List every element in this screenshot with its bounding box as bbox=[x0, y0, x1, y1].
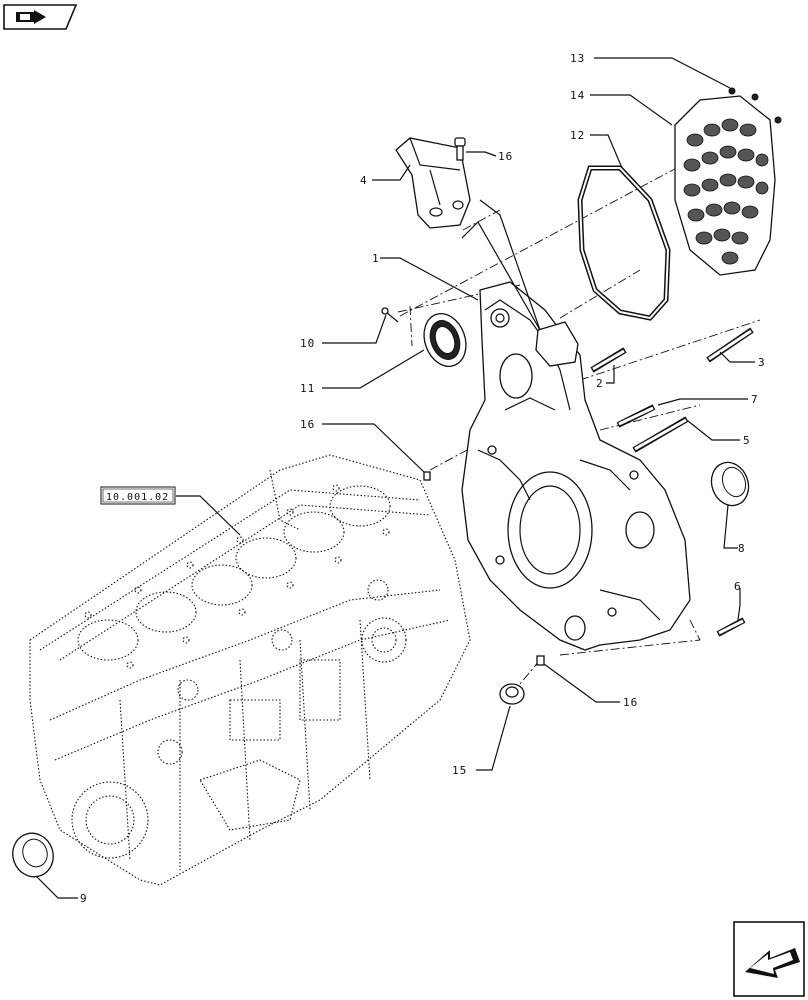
callout-16-lower: 16 bbox=[623, 696, 638, 709]
callout-7: 7 bbox=[751, 393, 759, 406]
callout-11: 11 bbox=[300, 382, 315, 395]
reference-box[interactable]: 10.001.02 bbox=[100, 486, 176, 505]
callout-15: 15 bbox=[452, 764, 467, 777]
bolt-part-17 bbox=[454, 137, 466, 161]
cover-part-14 bbox=[674, 95, 776, 276]
seal-part-11 bbox=[423, 313, 467, 367]
arrow-next-icon[interactable] bbox=[733, 921, 805, 997]
callout-8: 8 bbox=[738, 542, 746, 555]
callout-16-upper: 16 bbox=[300, 418, 315, 431]
callout-17: 16 bbox=[498, 150, 513, 163]
callout-13: 13 bbox=[570, 52, 585, 65]
callout-1: 1 bbox=[372, 252, 380, 265]
callout-2: 2 bbox=[596, 377, 604, 390]
seal-part-9 bbox=[12, 832, 54, 878]
plug-part-16-lower bbox=[536, 655, 545, 666]
gasket-part-12 bbox=[577, 165, 671, 321]
leader-lines bbox=[35, 57, 755, 899]
engine-block-reference bbox=[29, 454, 471, 886]
callout-3: 3 bbox=[758, 356, 766, 369]
callout-14: 14 bbox=[570, 89, 585, 102]
pin-part-10 bbox=[381, 307, 399, 323]
plug-part-15 bbox=[499, 683, 525, 705]
callout-12: 12 bbox=[570, 129, 585, 142]
book-icon[interactable] bbox=[3, 4, 78, 30]
callout-9: 9 bbox=[80, 892, 88, 905]
callout-10: 10 bbox=[300, 337, 315, 350]
seal-part-8 bbox=[710, 461, 750, 507]
callout-labels: 13 14 12 4 16 1 10 11 16 2 3 7 5 8 6 16 … bbox=[80, 52, 766, 905]
bolts-parts-2-3-5-7 bbox=[590, 327, 754, 453]
plug-part-16-upper bbox=[423, 471, 431, 481]
callout-6: 6 bbox=[734, 580, 742, 593]
callout-4: 4 bbox=[360, 174, 368, 187]
reference-box-label: 10.001.02 bbox=[106, 492, 169, 503]
timing-housing-part-1 bbox=[461, 281, 691, 651]
screws-part-13 bbox=[728, 87, 782, 124]
callout-5: 5 bbox=[743, 434, 751, 447]
bolt-part-6 bbox=[716, 617, 746, 637]
bracket-part-4 bbox=[395, 137, 471, 229]
